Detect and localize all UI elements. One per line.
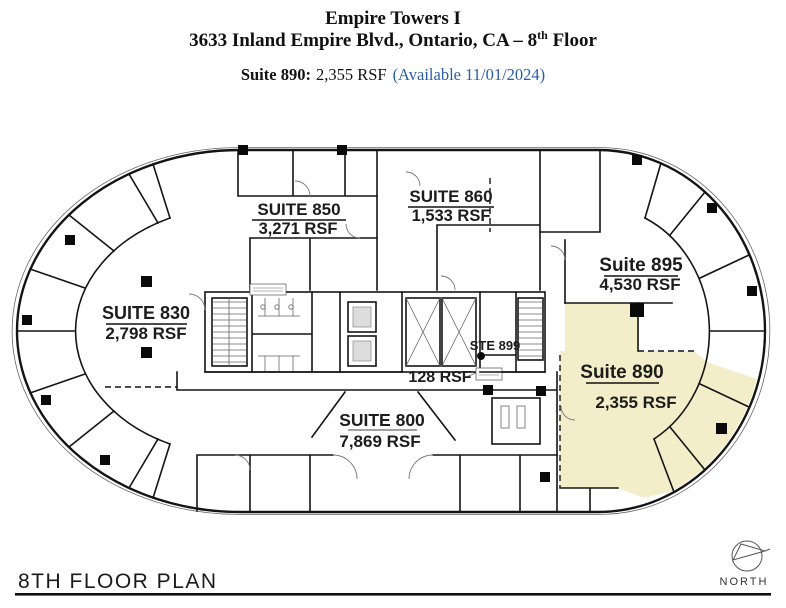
svg-text:STE 899: STE 899 [470, 338, 521, 353]
svg-text:1,533 RSF: 1,533 RSF [412, 207, 491, 225]
svg-text:2,798 RSF: 2,798 RSF [105, 324, 186, 343]
suite-850-label: SUITE 850 3,271 RSF [252, 200, 346, 238]
svg-text:4,530 RSF: 4,530 RSF [599, 275, 680, 294]
footer: 8TH FLOOR PLAN NORTH [15, 540, 771, 596]
sheet-title: 8TH FLOOR PLAN [18, 570, 218, 593]
svg-text:SUITE 830: SUITE 830 [102, 303, 190, 323]
building-outline [11, 147, 771, 515]
suite-830-label: SUITE 830 2,798 RSF [102, 303, 190, 343]
core [204, 283, 546, 381]
suite-899-marker [477, 352, 485, 360]
suite-800-walls [196, 390, 558, 512]
svg-text:7,869 RSF: 7,869 RSF [339, 432, 420, 451]
columns [22, 145, 757, 482]
svg-text:3,271 RSF: 3,271 RSF [259, 220, 338, 238]
suite-890-highlight-region [560, 303, 757, 498]
stair-right [517, 297, 544, 361]
svg-text:SUITE 860: SUITE 860 [409, 187, 492, 206]
suite-800-label: SUITE 800 7,869 RSF [339, 410, 425, 451]
availability-suite: Suite 890: [241, 65, 311, 84]
address-line: 3633 Inland Empire Blvd., Ontario, CA – … [189, 28, 597, 51]
left-end-offices [16, 162, 172, 500]
right-end-offices [643, 162, 766, 494]
suite-860-label: SUITE 860 1,533 RSF [408, 187, 494, 225]
interior-walls-top [237, 149, 673, 304]
availability-line: Suite 890: 2,355 RSF (Available 11/01/2024… [241, 65, 545, 84]
availability-rsf: 2,355 RSF [316, 65, 387, 84]
svg-text:Suite 895: Suite 895 [599, 255, 683, 276]
svg-text:Suite 890: Suite 890 [580, 362, 663, 383]
table [500, 405, 510, 429]
header: Empire Towers I 3633 Inland Empire Blvd.… [189, 8, 597, 84]
restroom-fixture [260, 304, 266, 310]
suite-890-label: Suite 890 2,355 RSF [580, 362, 676, 412]
svg-text:SUITE 850: SUITE 850 [257, 200, 340, 219]
corridors [105, 371, 558, 512]
building-title: Empire Towers I [325, 8, 461, 29]
footer-rule [15, 593, 771, 596]
address-superscript: th [537, 28, 548, 42]
table [516, 405, 526, 429]
svg-text:128 RSF: 128 RSF [408, 369, 471, 386]
suite-labels: SUITE 850 3,271 RSF SUITE 860 1,533 RSF … [102, 187, 683, 451]
suite-899-label: STE 899 128 RSF [408, 338, 520, 386]
north-label: NORTH [720, 576, 769, 588]
stair-left [211, 297, 248, 367]
north-icon: NORTH [720, 540, 771, 588]
suite-895-label: Suite 895 4,530 RSF [599, 255, 683, 294]
availability-note: (Available 11/01/2024) [393, 65, 546, 84]
svg-text:2,355 RSF: 2,355 RSF [595, 393, 676, 412]
conference-room [491, 397, 541, 445]
elevators [347, 291, 477, 373]
door-swings [188, 171, 576, 471]
svg-text:SUITE 800: SUITE 800 [339, 410, 425, 430]
